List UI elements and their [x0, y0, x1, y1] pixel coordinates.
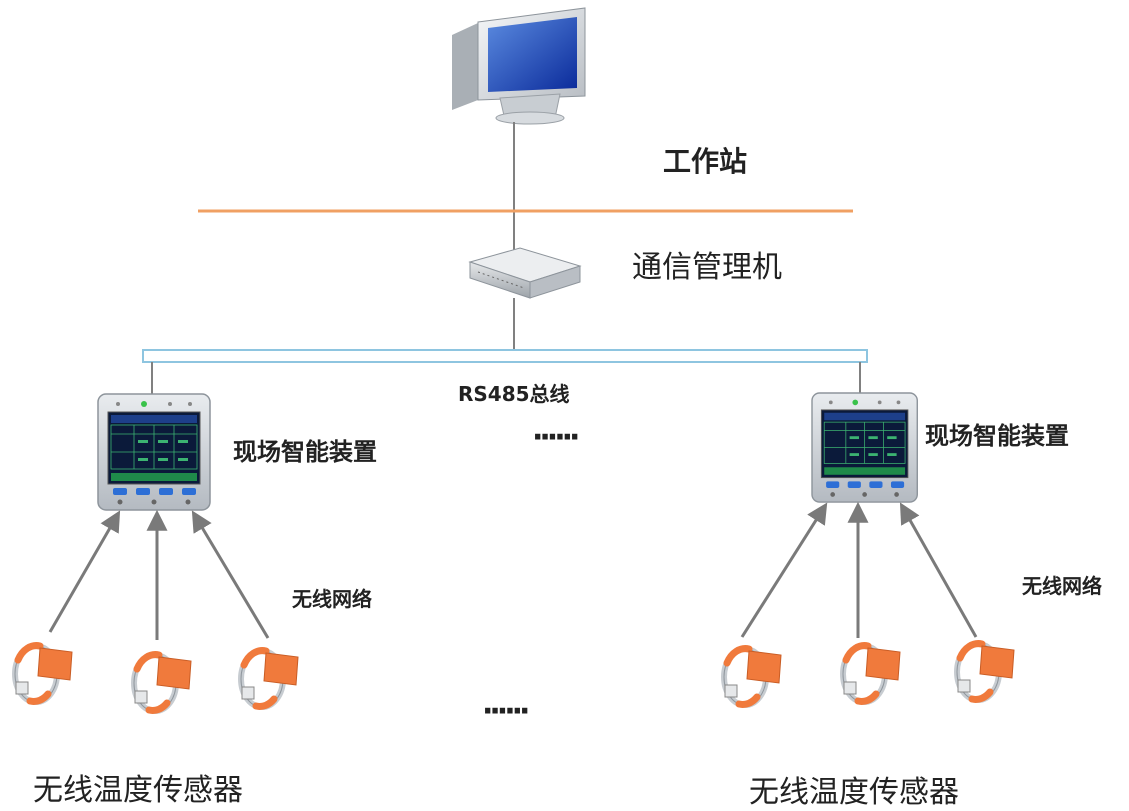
middle-ellipsis: ······ — [532, 420, 580, 455]
clamp-temperature-sensor-icon — [241, 651, 298, 707]
smart-device-left — [97, 393, 211, 511]
rs485-bus — [142, 349, 868, 363]
clamp-temperature-sensor-icon — [843, 646, 900, 702]
sensors-label-left: 无线温度传感器 — [33, 773, 243, 808]
desktop-computer-icon — [452, 7, 586, 125]
wireless-label-right: 无线网络 — [1022, 574, 1102, 598]
bottom-ellipsis: ······ — [482, 694, 530, 729]
device-label-left: 现场智能装置 — [233, 438, 377, 466]
wireless-arrows-left — [48, 509, 270, 640]
clamp-temperature-sensor-icon — [957, 644, 1014, 700]
wireless-arrows-right — [740, 501, 978, 638]
workstation-label: 工作站 — [663, 145, 748, 178]
network-router-icon — [468, 247, 582, 299]
clamp-temperature-sensor-icon — [724, 649, 781, 705]
clamp-temperature-sensor-icon — [134, 655, 191, 711]
smart-device-right — [811, 392, 918, 503]
wireless-label-left: 无线网络 — [292, 587, 372, 611]
sensors-label-right: 无线温度传感器 — [749, 775, 959, 810]
device-label-right: 现场智能装置 — [925, 422, 1069, 450]
comm-manager-label: 通信管理机 — [632, 250, 782, 285]
bus-label: RS485总线 — [458, 382, 570, 406]
clamp-temperature-sensor-icon — [15, 646, 72, 702]
